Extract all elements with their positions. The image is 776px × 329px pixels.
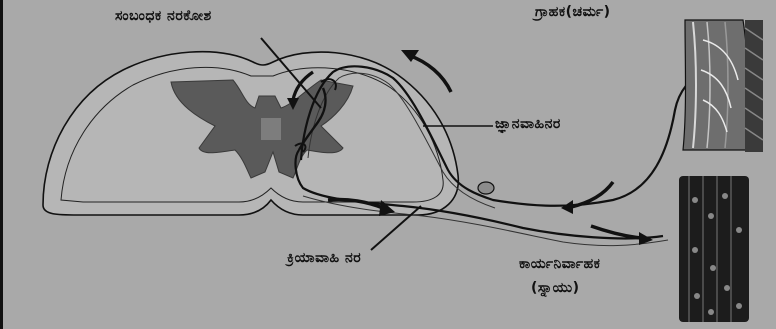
connector-neuron-label: ಸಂಬಂಧಕ ನರಕೋಶ	[115, 8, 212, 24]
arrow-sensory-bottom-head	[561, 200, 573, 214]
arrow-sensory-top	[408, 55, 451, 92]
effector-label-line2: (ಸ್ನಾಯು)	[531, 280, 580, 296]
effector-label-line1: ಕಾರ್ಯನಿರ್ವಾಹಕ	[519, 256, 600, 272]
reflex-arc-drawing	[3, 0, 776, 329]
arrow-motor-right	[591, 226, 641, 238]
ganglion	[478, 182, 494, 194]
motor-nerve-label: ಕ್ರಿಯಾವಾಹಿ ನರ	[287, 250, 361, 266]
muscle-effector	[679, 176, 749, 322]
receptor-skin-label: ಗ್ರಾಹಕ(ಚರ್ಮ)	[535, 4, 611, 20]
skin-receptor	[683, 20, 763, 152]
sensory-nerve-label: ಜ್ಞಾನವಾಹಿನರ	[495, 116, 561, 132]
central-canal	[261, 118, 281, 140]
